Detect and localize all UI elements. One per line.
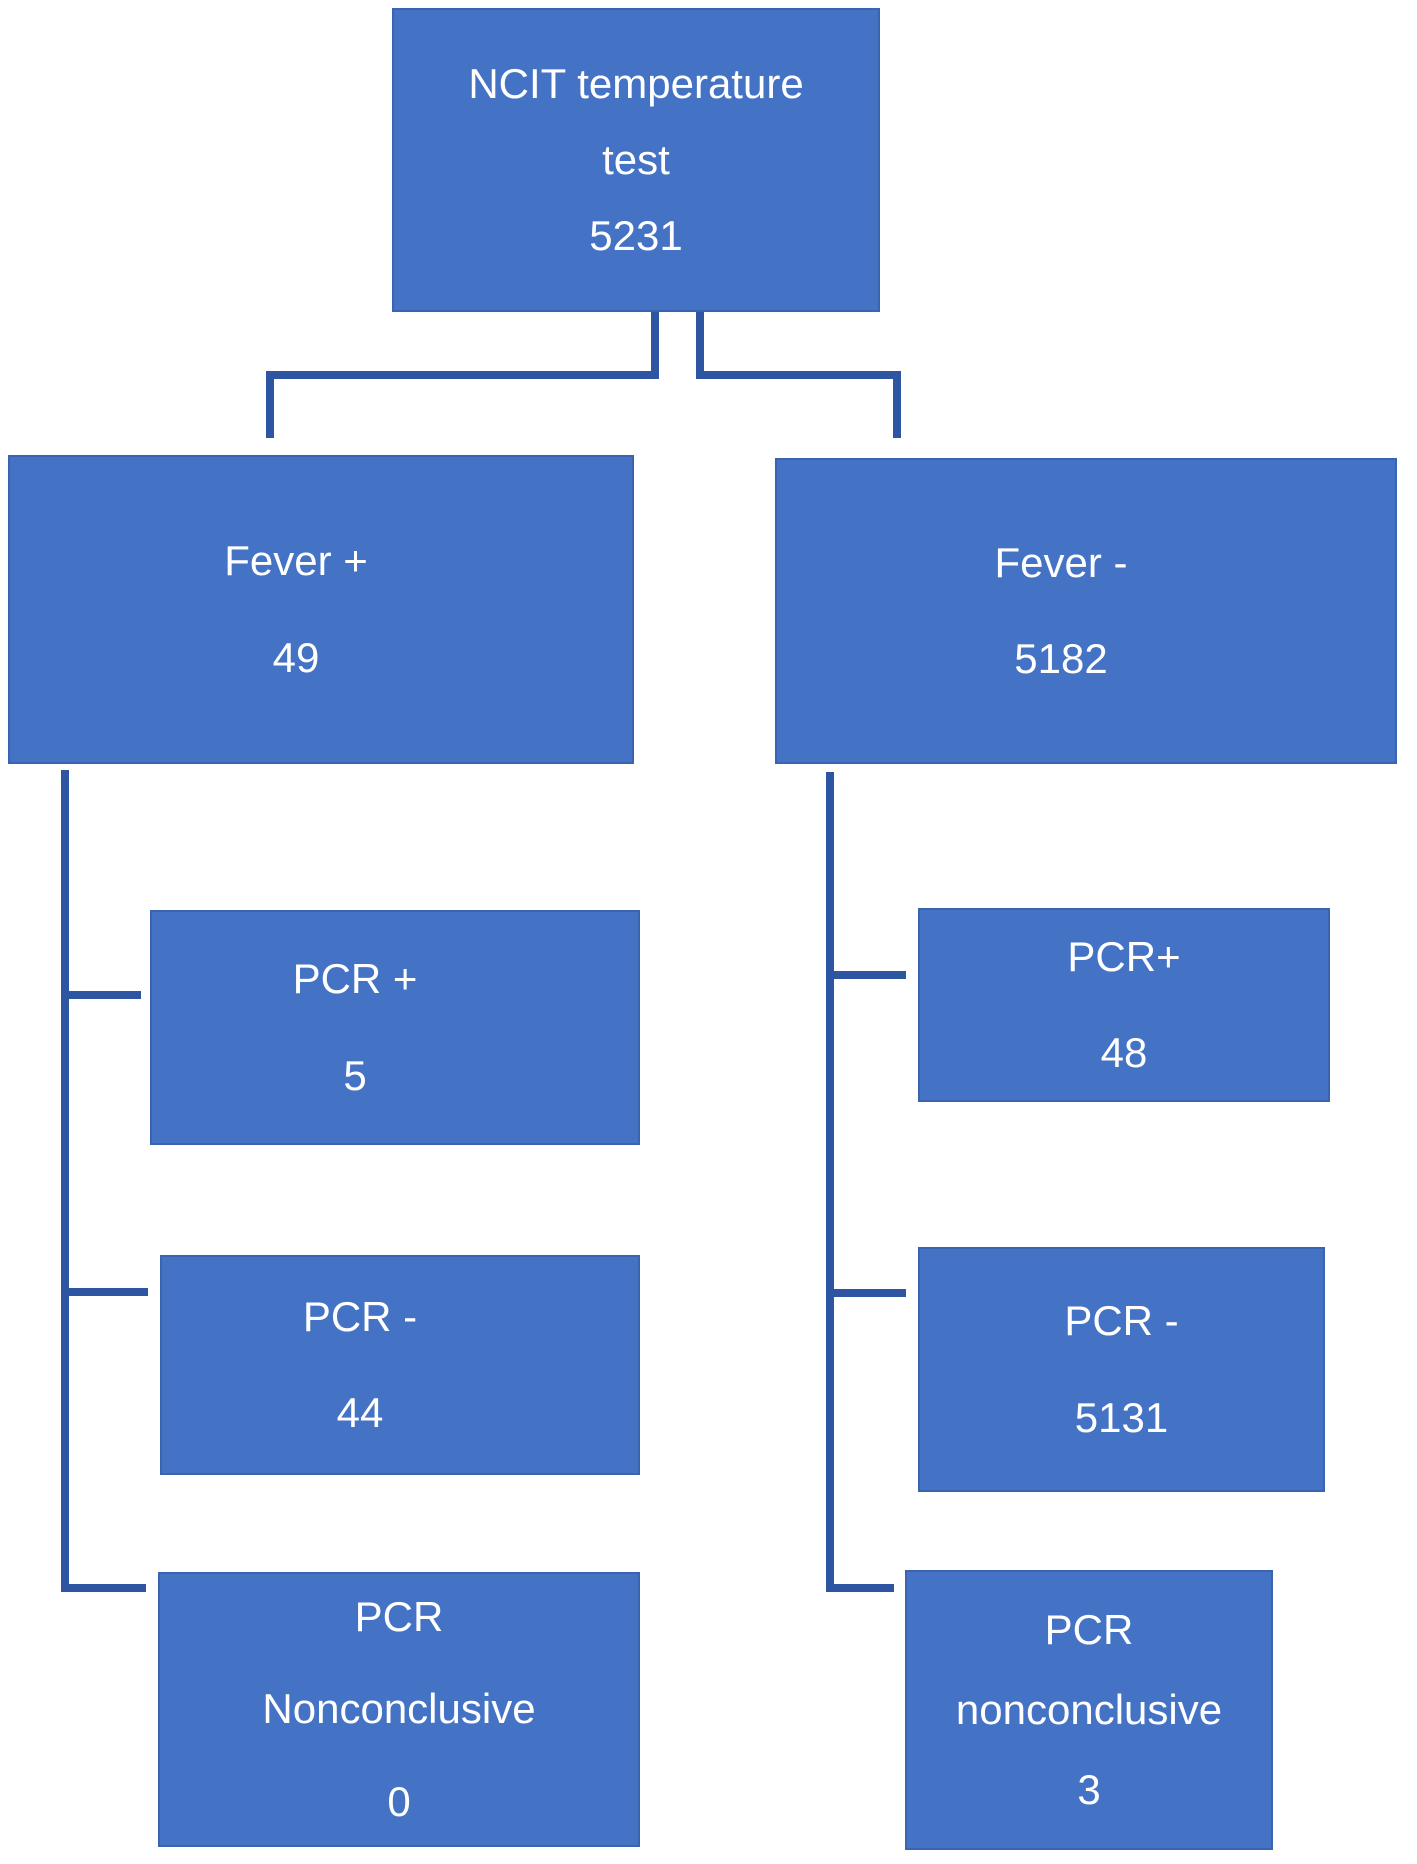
node-label-line: Nonconclusive <box>262 1685 536 1733</box>
node-count: 5231 <box>589 212 683 260</box>
connector-fever-negative-trunk <box>826 772 834 1592</box>
node-fever-negative-pcr-nonconclusive: PCR nonconclusive 3 <box>905 1570 1273 1850</box>
node-fever-positive-pcr-nonconclusive: PCR Nonconclusive 0 <box>158 1572 640 1847</box>
node-label-line: test <box>602 135 670 183</box>
node-label-line: nonconclusive <box>955 1685 1223 1733</box>
node-count: 5 <box>343 1051 367 1099</box>
node-label-line: PCR <box>1044 1605 1134 1653</box>
connector-root-to-fever-negative <box>696 371 901 379</box>
node-ncit-temperature-test: NCIT temperature test 5231 <box>392 8 880 312</box>
connector-root-to-fever-positive <box>266 371 274 438</box>
node-count: 49 <box>272 633 320 681</box>
connector-root-to-fever-negative <box>696 312 704 379</box>
connector-fever-negative-to-pcr-positive <box>826 971 906 979</box>
node-count: 5131 <box>1074 1393 1169 1441</box>
node-count: 5182 <box>1014 635 1108 682</box>
node-label: PCR - <box>302 1292 418 1340</box>
node-label: PCR+ <box>1067 932 1181 980</box>
node-label-line: NCIT temperature <box>468 59 804 107</box>
node-fever-positive-pcr-positive: PCR + 5 <box>150 910 640 1145</box>
node-label: PCR + <box>292 955 418 1003</box>
node-count: 0 <box>387 1777 411 1825</box>
connector-root-to-fever-positive <box>651 312 659 379</box>
connector-root-to-fever-positive <box>266 371 659 379</box>
node-label: Fever + <box>224 537 368 585</box>
node-fever-negative-pcr-negative: PCR - 5131 <box>918 1247 1325 1492</box>
connector-fever-positive-trunk <box>61 770 69 1592</box>
node-fever-positive: Fever + 49 <box>8 455 634 764</box>
node-label: PCR - <box>1064 1297 1179 1345</box>
connector-fever-negative-to-pcr-nonconclusive <box>826 1584 894 1592</box>
node-fever-negative: Fever - 5182 <box>775 458 1397 764</box>
connector-fever-positive-to-pcr-positive <box>61 991 141 999</box>
node-count: 44 <box>336 1389 384 1436</box>
connector-fever-negative-to-pcr-negative <box>826 1289 906 1297</box>
node-fever-positive-pcr-negative: PCR - 44 <box>160 1255 640 1475</box>
node-fever-negative-pcr-positive: PCR+ 48 <box>918 908 1330 1102</box>
connector-fever-positive-to-pcr-negative <box>61 1288 148 1296</box>
connector-fever-positive-to-pcr-nonconclusive <box>61 1584 146 1592</box>
node-label-line: PCR <box>354 1593 444 1641</box>
node-count: 48 <box>1100 1029 1148 1076</box>
node-count: 3 <box>1077 1766 1101 1814</box>
node-label: Fever - <box>994 538 1128 586</box>
connector-root-to-fever-negative <box>893 371 901 438</box>
